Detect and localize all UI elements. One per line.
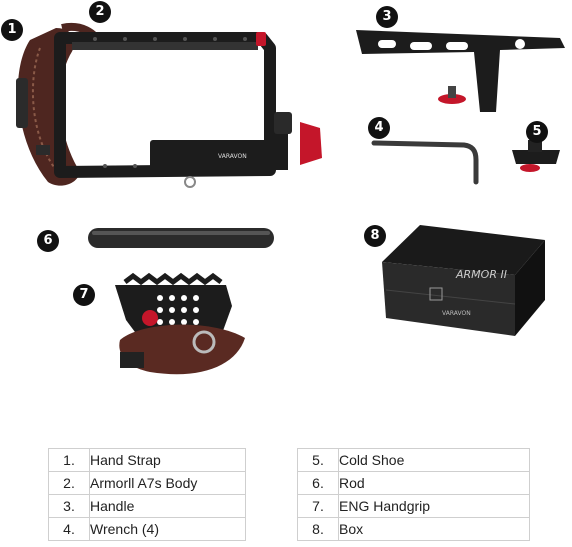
part-label: Armorll A7s Body — [89, 471, 246, 495]
table-row: 4. Wrench (4) — [48, 517, 246, 541]
part-number: 4. — [48, 517, 90, 541]
table-row: 2. Armorll A7s Body — [48, 471, 246, 495]
cage-body-image: VARAVON — [54, 32, 322, 188]
table-row: 8. Box — [297, 517, 530, 541]
callout-5: 5 — [526, 121, 548, 143]
part-number: 6. — [297, 471, 339, 495]
box-image: ARMOR II VARAVON — [382, 225, 545, 336]
handle-image — [356, 30, 565, 112]
box-product-text: ARMOR II — [455, 268, 507, 281]
parts-list-left: 1. Hand Strap 2. Armorll A7s Body 3. Han… — [48, 448, 246, 541]
callout-4: 4 — [368, 117, 390, 139]
part-number: 1. — [48, 448, 90, 472]
part-label: ENG Handgrip — [338, 494, 530, 518]
cold-shoe-image — [512, 140, 560, 172]
part-number: 7. — [297, 494, 339, 518]
part-label: Handle — [89, 494, 246, 518]
table-row: 5. Cold Shoe — [297, 448, 530, 472]
table-row: 7. ENG Handgrip — [297, 494, 530, 518]
rod-image — [88, 228, 274, 248]
table-row: 6. Rod — [297, 471, 530, 495]
part-number: 8. — [297, 517, 339, 541]
part-label: Wrench (4) — [89, 517, 246, 541]
part-label: Box — [338, 517, 530, 541]
product-illustration: VARAVON — [16, 23, 565, 375]
body-brand-text: VARAVON — [218, 153, 247, 160]
part-label: Rod — [338, 471, 530, 495]
eng-handgrip-image — [115, 272, 245, 375]
wrench-image — [371, 140, 479, 185]
table-row: 1. Hand Strap — [48, 448, 246, 472]
callout-6: 6 — [37, 230, 59, 252]
callout-1: 1 — [1, 19, 23, 41]
part-number: 2. — [48, 471, 90, 495]
table-row: 3. Handle — [48, 494, 246, 518]
box-brand-text: VARAVON — [442, 310, 471, 317]
parts-list-right: 5. Cold Shoe 6. Rod 7. ENG Handgrip 8. B… — [297, 448, 530, 541]
callout-2: 2 — [89, 1, 111, 23]
callout-3: 3 — [376, 6, 398, 28]
part-number: 3. — [48, 494, 90, 518]
part-number: 5. — [297, 448, 339, 472]
callout-8: 7 — [73, 284, 95, 306]
callout-7: 8 — [364, 225, 386, 247]
part-label: Hand Strap — [89, 448, 246, 472]
part-label: Cold Shoe — [338, 448, 530, 472]
